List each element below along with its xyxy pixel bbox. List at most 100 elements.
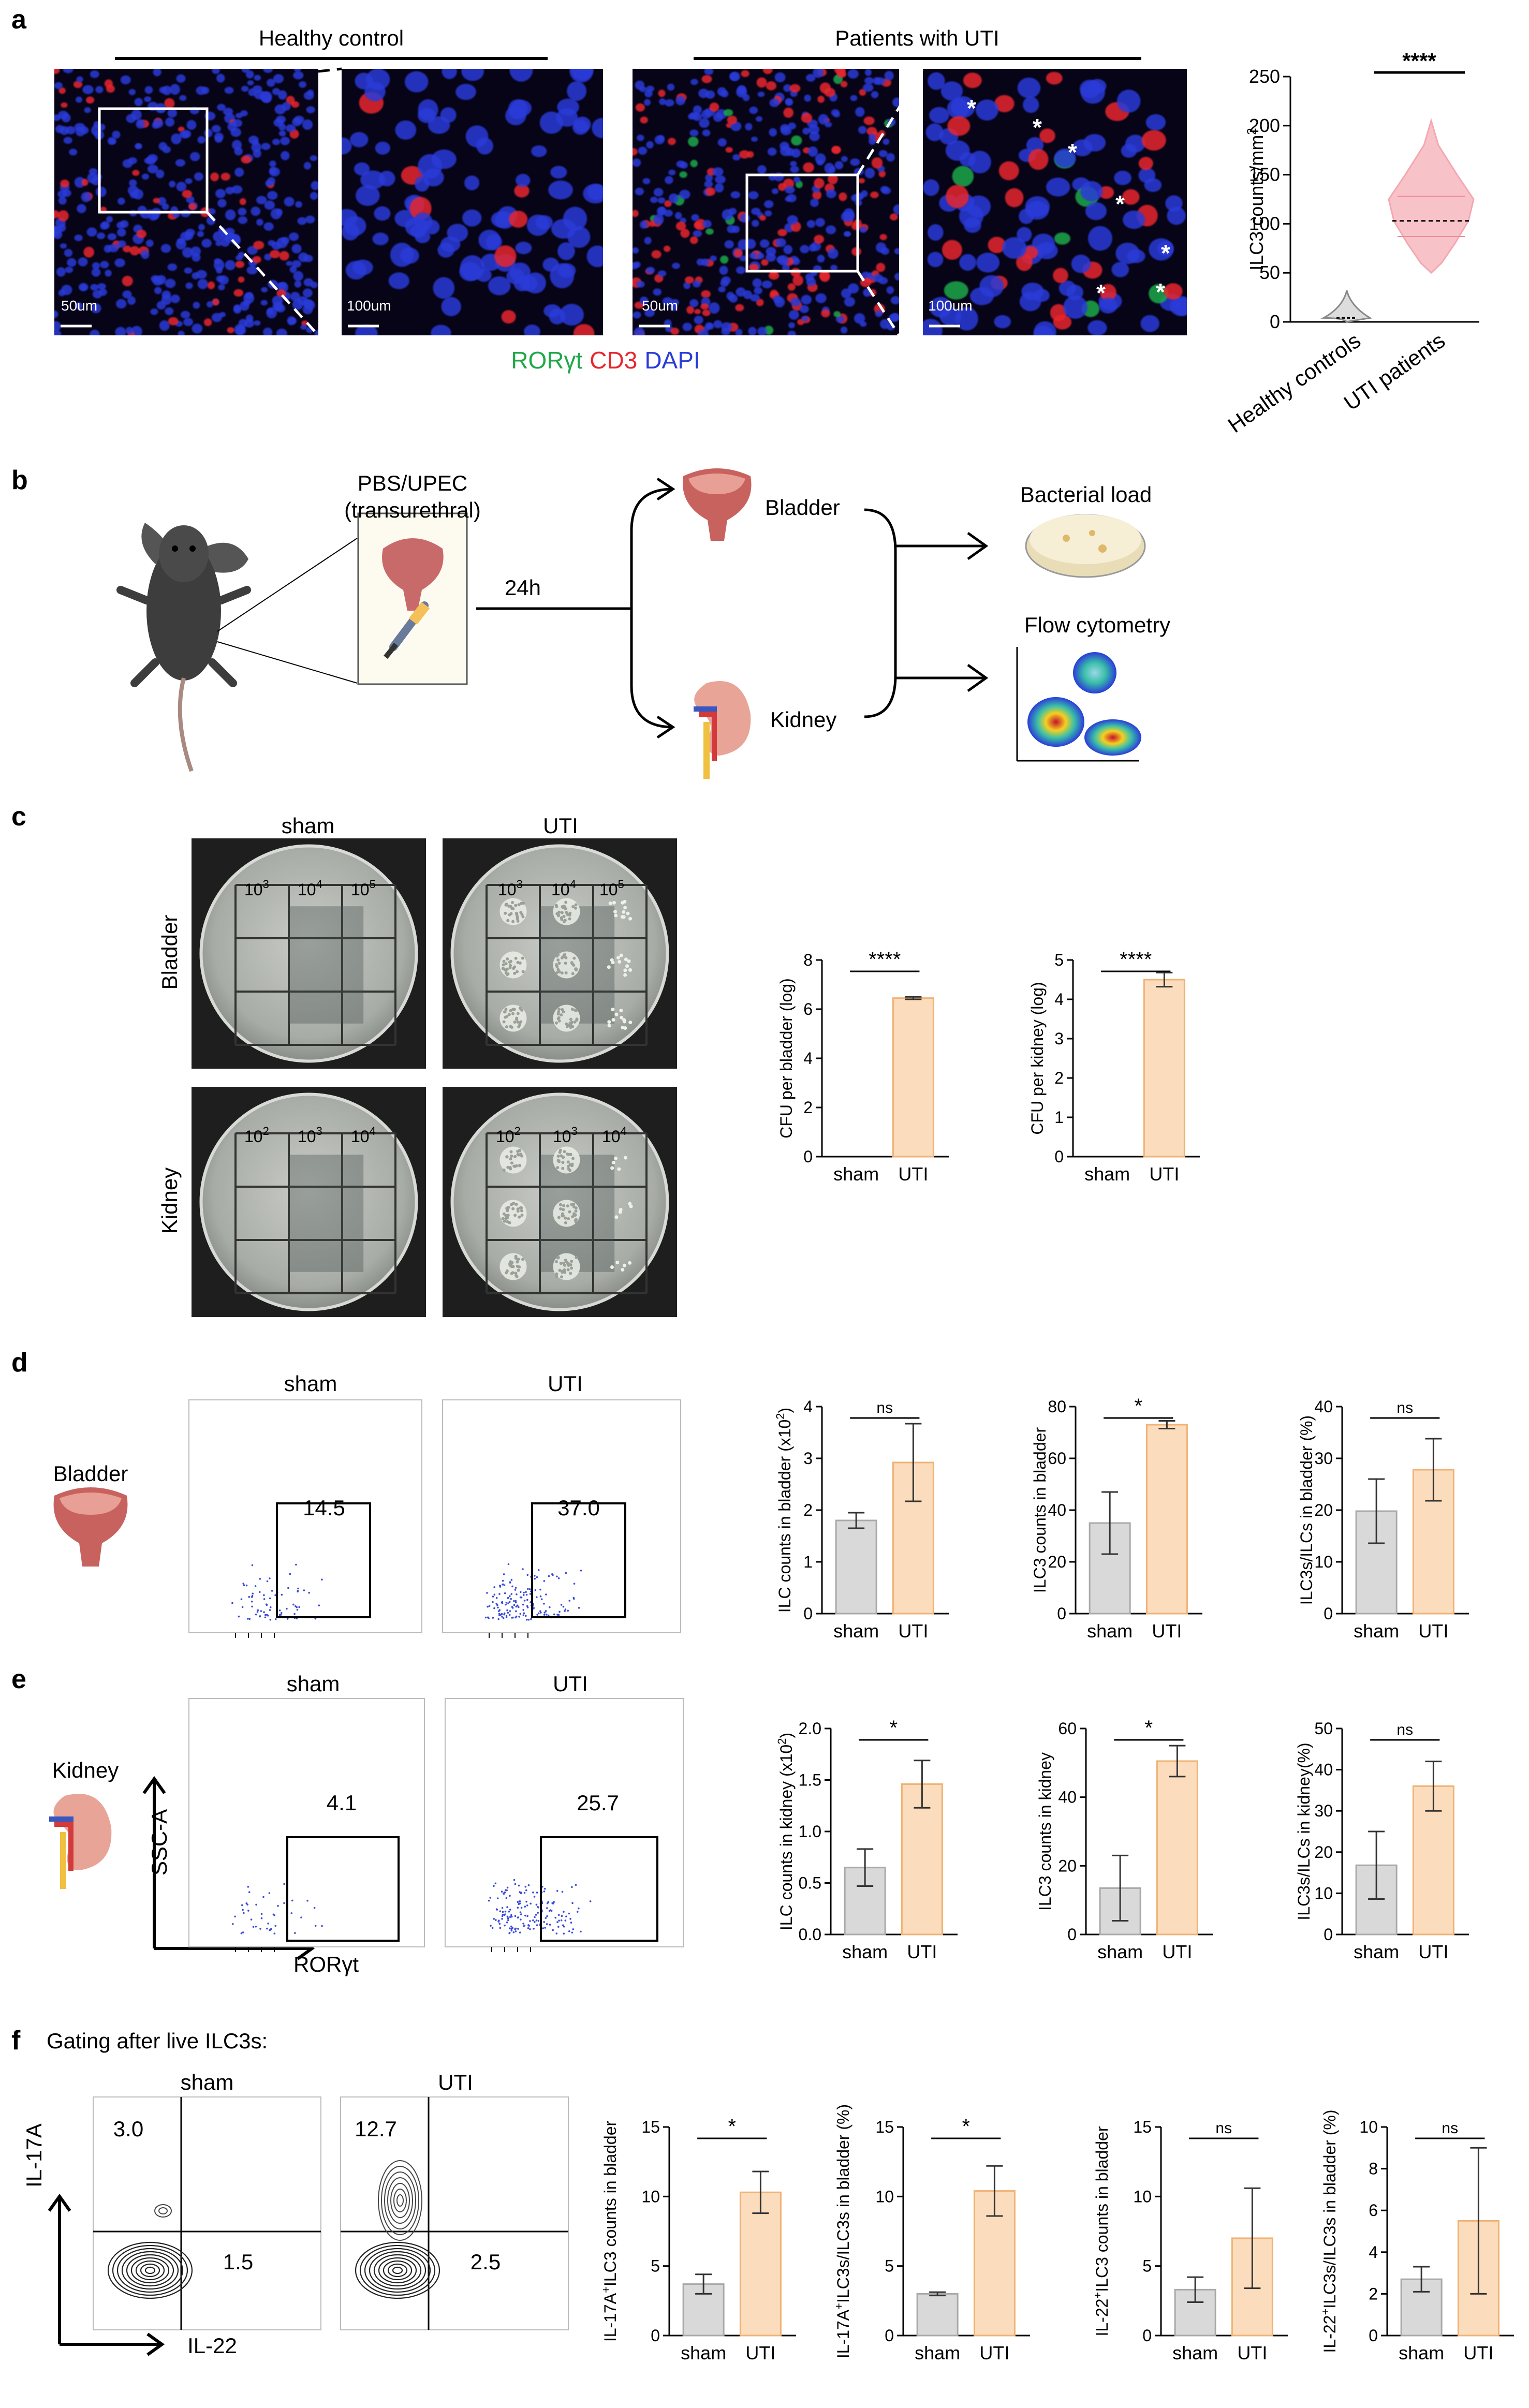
col-label-uti-d: UTI [548,1371,583,1396]
tick-label-0: 0 [651,2326,660,2345]
asterisk-marker-1: * [967,95,976,122]
tick-label-10: 10 [875,2187,894,2206]
x-label-UTI: UTI [898,1163,928,1185]
violin-significance: **** [1402,49,1436,73]
tick-label-0.5: 0.5 [799,1874,821,1893]
bladder-illustration-d [53,1487,128,1567]
gate-value-d-sham: 14.5 [303,1496,345,1520]
significance-label: * [1144,1717,1153,1739]
gate-box [286,1836,400,1942]
tick-label-0: 0 [1369,2326,1378,2345]
bar-sham [1174,2288,1216,2337]
y-axis-label: CFU per bladder (log) [777,978,796,1138]
col-label-uti-f: UTI [438,2070,473,2094]
svg-text:105: 105 [599,878,624,899]
significance-label: * [728,2115,736,2138]
tick-label-10: 10 [641,2187,660,2206]
x-label-UTI: UTI [745,2342,775,2363]
scalebar-label-3: 50um [642,298,678,314]
x-label-sham: sham [842,1941,888,1962]
tick-label-60: 60 [1058,1719,1077,1738]
significance-label: ns [1396,1399,1413,1416]
significance-label: * [1134,1395,1142,1417]
tick-label-2: 2 [1054,1069,1064,1087]
col-label-uti-e: UTI [553,1672,588,1696]
quadrant-value-sham-q4: 1.5 [223,2250,253,2274]
tick-label-2: 2 [1369,2284,1378,2303]
significance-label: ns [1215,2120,1232,2137]
tick-label-0: 0 [1067,1925,1077,1944]
gate-value-d-uti: 37.0 [557,1496,600,1520]
violin-tick-50: 50 [1259,262,1280,283]
injection-label-2: (transurethral) [344,498,481,522]
y-axis-label: ILC3s/ILCs in bladder (%) [1297,1415,1316,1605]
x-label-UTI: UTI [1418,1620,1448,1642]
tick-label-10: 10 [1314,1553,1333,1571]
panel-label-a: a [11,5,27,35]
svg-text:103: 103 [244,878,269,899]
tick-label-1: 1 [1054,1108,1064,1127]
bar-UTI [892,997,934,1158]
x-label-UTI: UTI [979,2342,1009,2363]
micrograph-3 [633,69,899,335]
tick-label-0: 0 [885,2326,894,2345]
significance-label: **** [869,948,901,971]
micrograph-4 [923,69,1187,335]
svg-text:102: 102 [244,1125,269,1146]
tick-label-10: 10 [1133,2187,1152,2206]
y-axis-label: IL-22+ILC3 counts in bladder [1091,2126,1111,2336]
tick-label-0: 0 [1057,1604,1066,1623]
tick-label-5: 5 [885,2257,894,2276]
x-label-UTI: UTI [1463,2342,1493,2363]
zoom-box-1 [98,107,209,214]
x-label-UTI: UTI [1162,1941,1192,1962]
significance-label: ns [876,1399,893,1416]
tick-label-3: 3 [1054,1029,1064,1048]
violin-tick-150: 150 [1249,164,1280,185]
tick-label-80: 80 [1048,1397,1066,1416]
assay-label-bacterial: Bacterial load [1020,482,1152,507]
tick-label-10: 10 [1359,2118,1378,2136]
tick-label-8: 8 [1369,2160,1378,2178]
tick-label-2.0: 2.0 [799,1719,821,1738]
tick-label-0: 0 [803,1604,813,1623]
mouse-illustration [116,523,251,772]
tick-label-40: 40 [1314,1761,1333,1779]
gate-value-e-sham: 4.1 [327,1791,357,1815]
injection-inset [357,512,468,685]
time-label: 24h [505,575,541,600]
bar-UTI [1156,1760,1198,1936]
tick-label-15: 15 [641,2118,660,2136]
x-label-sham: sham [1097,1941,1143,1962]
violin-healthy [1320,290,1373,323]
svg-text:104: 104 [551,878,576,899]
significance-label: ns [1396,1721,1413,1738]
group-label-uti: Patients with UTI [835,26,999,50]
significance-label: ns [1442,2120,1458,2137]
flow-plot-e-uti [445,1698,684,1952]
svg-text:104: 104 [351,1125,376,1146]
tick-label-1.0: 1.0 [799,1822,821,1841]
tick-label-20: 20 [1058,1856,1077,1875]
x-label-sham: sham [1354,1620,1399,1642]
tick-label-2: 2 [803,1098,813,1117]
axis-label-rorgt: RORγt [293,1952,359,1976]
svg-text:103: 103 [498,878,523,899]
panel-label-d: d [11,1348,28,1378]
x-label-UTI: UTI [1152,1620,1182,1642]
svg-text:102: 102 [496,1125,521,1146]
tick-label-0: 0 [1324,1604,1333,1623]
bar-sham [835,1519,877,1615]
svg-text:103: 103 [298,1125,322,1146]
asterisk-marker-6: * [1096,279,1106,306]
tick-label-2: 2 [803,1501,813,1519]
